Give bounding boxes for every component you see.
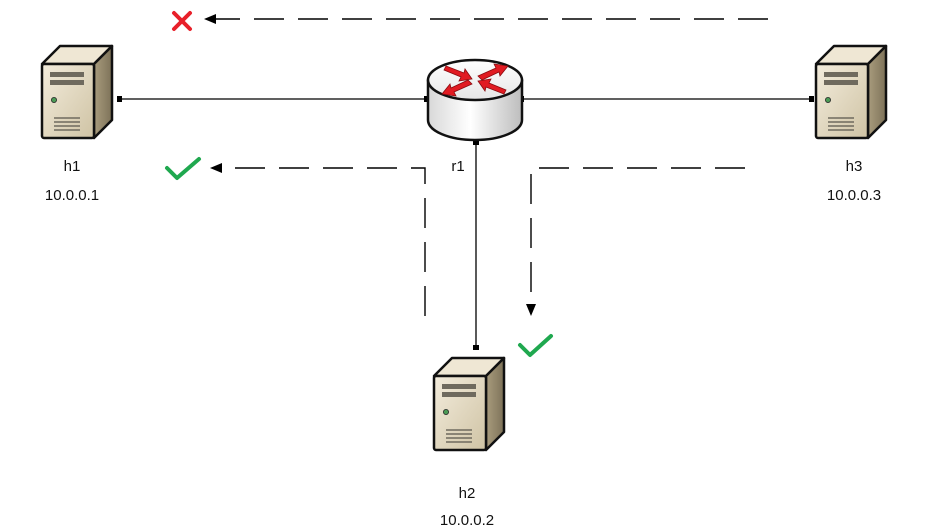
host-h2[interactable] <box>432 356 506 452</box>
link-r1-h3 <box>519 96 814 102</box>
host-h3[interactable] <box>814 44 888 140</box>
host-h3-name: h3 <box>846 158 863 175</box>
router-arrows-icon <box>441 63 509 97</box>
link-h1-r1 <box>117 96 429 102</box>
host-h2-ip: 10.0.0.2 <box>440 512 494 529</box>
flow-h3-to-h1 <box>204 14 768 24</box>
link-r1-h2 <box>473 140 479 350</box>
router-r1[interactable] <box>426 58 524 142</box>
host-h3-ip: 10.0.0.3 <box>827 187 881 204</box>
check-icon <box>165 157 201 180</box>
check-icon <box>518 334 553 357</box>
host-h1[interactable] <box>40 44 114 140</box>
host-h1-ip: 10.0.0.1 <box>45 187 99 204</box>
flow-h2-to-h1 <box>210 163 426 316</box>
flow-h3-to-h2 <box>526 167 745 316</box>
router-r1-name: r1 <box>451 158 464 175</box>
cross-icon <box>172 11 192 31</box>
host-h1-name: h1 <box>64 158 81 175</box>
host-h2-name: h2 <box>459 485 476 502</box>
